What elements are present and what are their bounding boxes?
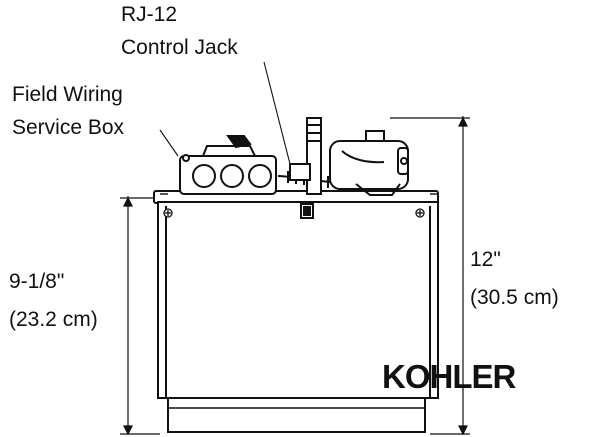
exhaust-pipe xyxy=(306,117,322,195)
field-wiring-label-line2: Service Box xyxy=(12,116,125,139)
panel-screws xyxy=(163,208,425,218)
right-top-arrow xyxy=(458,116,468,127)
service-box-knockout-1 xyxy=(192,164,216,188)
dimension-lines xyxy=(120,116,470,436)
field-wiring-service-box xyxy=(179,135,277,195)
rj12-label-line2: Control Jack xyxy=(121,36,238,59)
right-dimension-label-line1: 12" xyxy=(470,248,501,271)
rj12-control-jack xyxy=(300,203,314,219)
kohler-logo: KOHLER xyxy=(382,358,516,395)
engine-front-bolt xyxy=(400,157,408,165)
rj12-jack-port xyxy=(303,206,311,216)
left-bottom-arrow xyxy=(123,425,133,436)
field-wiring-label-line1: Field Wiring xyxy=(12,83,123,106)
left-top-arrow xyxy=(123,196,133,207)
engine-mount xyxy=(355,183,401,196)
service-box-top-cover xyxy=(201,145,257,157)
right-bottom-arrow xyxy=(458,425,468,436)
housing-front-panel xyxy=(157,201,439,399)
exhaust-pipe-shaft xyxy=(306,117,322,195)
engine-side-block xyxy=(289,163,311,181)
service-box-knockout-3 xyxy=(248,164,272,188)
field-wiring-leader-line xyxy=(159,129,179,157)
left-dimension-label-line1: 9-1/8" xyxy=(9,270,65,293)
exhaust-pipe-rings xyxy=(307,124,321,142)
service-box-knockout-2 xyxy=(220,164,244,188)
service-box-valve-handle xyxy=(226,135,252,149)
right-dimension-label-line2: (30.5 cm) xyxy=(470,286,559,309)
engine-rear-shadow xyxy=(341,150,385,164)
service-box-screw-left xyxy=(182,154,190,162)
generator-housing xyxy=(153,190,439,433)
leader-lines xyxy=(159,61,291,165)
rj12-label-line1: RJ-12 xyxy=(121,3,178,26)
left-dimension-label-line2: (23.2 cm) xyxy=(9,308,98,331)
rj12-leader-line xyxy=(263,61,291,165)
engine-cylinder xyxy=(329,140,409,190)
engine-assembly xyxy=(289,130,409,196)
housing-base xyxy=(167,397,426,433)
